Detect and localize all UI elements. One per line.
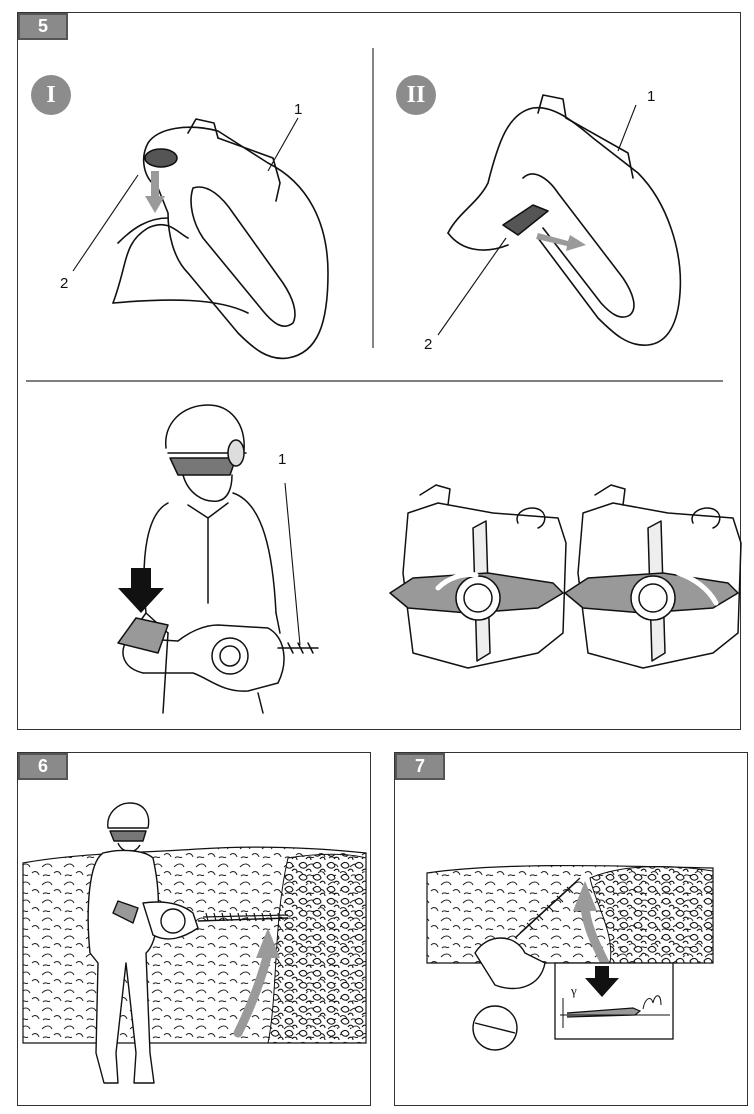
trimming-top-illustration	[395, 753, 749, 1107]
angle-symbol: γ	[571, 983, 577, 999]
trimming-side-illustration	[18, 753, 372, 1107]
engine-switch-views	[18, 13, 742, 731]
figure-panel-5: 5 I 1 2	[17, 12, 741, 730]
figure-panel-7: 7 γ	[394, 752, 748, 1106]
figure-panel-6: 6	[17, 752, 371, 1106]
